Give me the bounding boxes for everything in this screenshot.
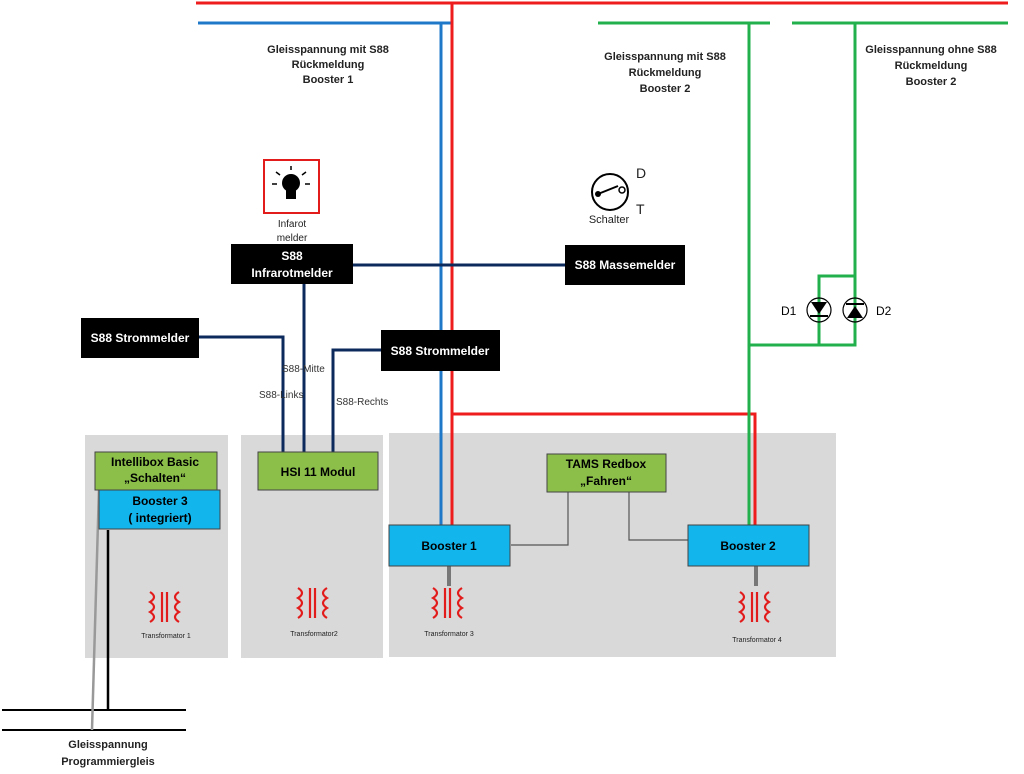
svg-text:Rückmeldung: Rückmeldung	[292, 59, 365, 71]
svg-text:Gleisspannung mit S88: Gleisspannung mit S88	[604, 51, 726, 63]
label-track-prog: Gleisspannung Programmiergleis	[61, 739, 155, 768]
hsi-label: HSI 11 Modul	[281, 465, 356, 479]
switch-icon	[591, 173, 629, 211]
transformer-1-label: Transformator 1	[141, 633, 191, 640]
bus-label-links: S88-Links	[259, 390, 303, 401]
intellibox-line1: Intellibox Basic	[111, 455, 199, 469]
intellibox-box[interactable]: Intellibox Basic „Schalten“	[94, 451, 218, 491]
svg-text:Gleisspannung mit S88: Gleisspannung mit S88	[267, 44, 389, 56]
s88-massemelder-box[interactable]: S88 Massemelder	[565, 245, 685, 285]
transformer-3-icon	[430, 587, 465, 619]
bus-label-mitte: S88-Mitte	[282, 364, 325, 375]
svg-text:Booster 1: Booster 1	[303, 74, 354, 86]
wire-red-booster2-feed	[452, 412, 757, 525]
s88-strommelder-mid-box[interactable]: S88 Strommelder	[381, 330, 500, 371]
diode-d2-label: D2	[876, 304, 892, 318]
tams-redbox-box[interactable]: TAMS Redbox „Fahren“	[546, 453, 667, 493]
tams-line2: „Fahren“	[580, 474, 632, 488]
transformer-4-label: Transformator 4	[732, 637, 782, 644]
wire-tams-booster1	[511, 492, 569, 546]
s88-masse-label: S88 Massemelder	[575, 258, 676, 272]
svg-text:Rückmeldung: Rückmeldung	[895, 60, 968, 72]
s88-infrarotmelder-box[interactable]: S88 Infrarotmelder	[231, 244, 353, 284]
s88-infrarot-line1: S88	[281, 249, 303, 263]
infrared-bulb-icon	[263, 159, 320, 214]
booster2-label: Booster 2	[720, 539, 776, 553]
prog-wire-gray	[90, 487, 101, 731]
bus-rechts	[331, 348, 382, 452]
booster3-line2: ( integriert)	[128, 511, 191, 525]
svg-text:Rückmeldung: Rückmeldung	[629, 67, 702, 79]
switch-t-label: T	[636, 201, 645, 217]
switch-d-label: D	[636, 165, 646, 181]
label-track-booster1: Gleisspannung mit S88 Rückmeldung Booste…	[267, 44, 389, 86]
tams-line1: TAMS Redbox	[566, 457, 647, 471]
svg-text:Programmiergleis: Programmiergleis	[61, 756, 155, 768]
svg-text:Gleisspannung: Gleisspannung	[68, 739, 147, 751]
booster3-box[interactable]: Booster 3 ( integriert)	[98, 489, 221, 530]
bus-label-rechts: S88-Rechts	[336, 397, 388, 408]
s88-strom-mid-label: S88 Strommelder	[391, 344, 490, 358]
svg-text:Booster 2: Booster 2	[906, 76, 957, 88]
wire-tams-booster2	[628, 492, 688, 541]
transformer-2-label: Transformator2	[290, 631, 338, 638]
svg-text:Gleisspannung ohne S88: Gleisspannung ohne S88	[865, 44, 996, 56]
wire-green-diode-loop	[749, 23, 857, 347]
transformer-1-icon	[147, 591, 182, 623]
booster3-line1: Booster 3	[132, 494, 188, 508]
booster1-label: Booster 1	[421, 539, 477, 553]
s88-strom-left-label: S88 Strommelder	[91, 331, 190, 345]
transformer-4-icon	[737, 591, 772, 623]
s88-strommelder-left-box[interactable]: S88 Strommelder	[81, 318, 199, 358]
infrarot-icon-label-line2: melder	[277, 233, 308, 244]
transformer-3-label: Transformator 3	[424, 631, 474, 638]
diode-d2-icon	[842, 297, 868, 323]
switch-label: Schalter	[589, 214, 630, 226]
hsi-modul-box[interactable]: HSI 11 Modul	[257, 451, 379, 491]
booster2-box[interactable]: Booster 2	[687, 524, 810, 567]
transformer-2-icon	[295, 587, 330, 619]
wire-green-d1	[817, 274, 855, 345]
infrarot-icon-label-line1: Infarot	[278, 219, 307, 230]
intellibox-line2: „Schalten“	[124, 471, 186, 485]
svg-text:Booster 2: Booster 2	[640, 83, 691, 95]
diode-d1-icon	[806, 297, 832, 323]
label-track-booster2-plain: Gleisspannung ohne S88 Rückmeldung Boost…	[865, 44, 996, 88]
s88-infrarot-line2: Infrarotmelder	[251, 266, 333, 280]
diode-d1-label: D1	[781, 304, 797, 318]
booster1-box[interactable]: Booster 1	[388, 524, 511, 567]
bus-links	[199, 335, 285, 452]
label-track-booster2-s88: Gleisspannung mit S88 Rückmeldung Booste…	[604, 51, 726, 95]
